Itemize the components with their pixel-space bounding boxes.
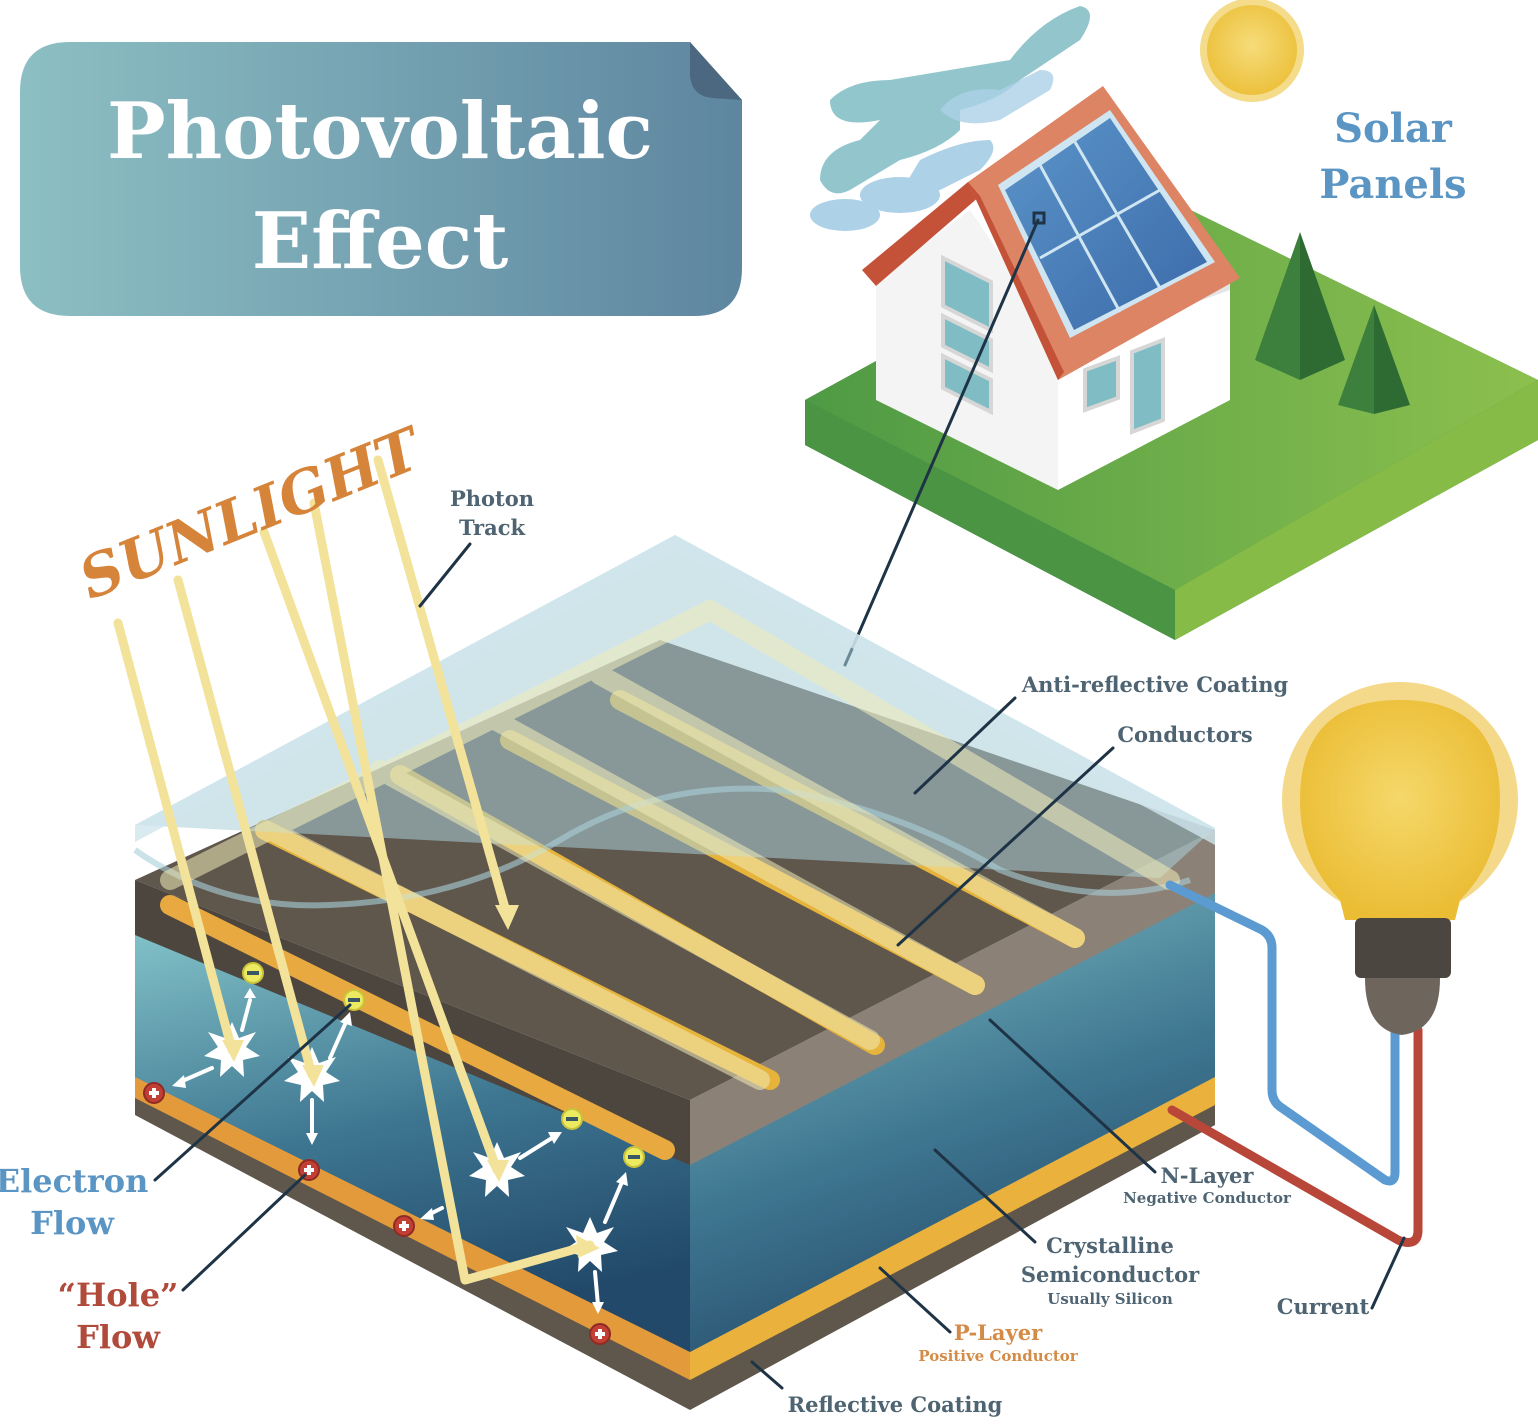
title-line-1: Photovoltaic <box>107 86 653 177</box>
electron-flow-label-1: Electron <box>0 1162 148 1200</box>
semiconductor-layer <box>135 930 690 1352</box>
tree-icon <box>1255 232 1410 414</box>
hole-icon <box>143 1082 165 1104</box>
panel-leader-line <box>843 218 1040 667</box>
electron-icon <box>623 1146 645 1168</box>
sunlight-label: SUNLIGHT <box>70 413 434 613</box>
current-label: Current <box>1277 1294 1370 1319</box>
hole-icon <box>393 1215 415 1237</box>
wire-negative <box>1165 880 1400 1186</box>
n-layer-subtitle: Negative Conductor <box>1123 1189 1292 1207</box>
anti-reflective-coating <box>133 535 1215 1090</box>
photon-rays <box>113 455 600 1285</box>
electron-flow-label-2: Flow <box>30 1204 115 1242</box>
title-banner: Photovoltaic Effect <box>20 42 742 316</box>
hole-flow-label-2: Flow <box>76 1318 161 1356</box>
labels: Photon Track Anti-reflective Coating Con… <box>0 486 1406 1417</box>
electron-icon <box>561 1108 583 1130</box>
hole-charges <box>143 1082 611 1345</box>
clouds-icon <box>810 6 1090 231</box>
solar-label-line-2: Panels <box>1319 161 1466 208</box>
carrier-arrows <box>172 988 628 1314</box>
crystalline-subtitle: Usually Silicon <box>1047 1290 1173 1308</box>
solar-label-line-1: Solar <box>1334 105 1453 152</box>
photon-track-label-2: Track <box>459 515 526 540</box>
solar-cell-cross-section <box>113 455 1215 1410</box>
solar-panel-icon <box>998 110 1215 338</box>
anti-reflective-label: Anti-reflective Coating <box>1021 672 1289 697</box>
p-layer-label: P-Layer <box>954 1320 1043 1345</box>
electron-icon <box>242 962 264 984</box>
n-layer-label: N-Layer <box>1161 1163 1255 1188</box>
circuit <box>1165 682 1518 1247</box>
house-scene: Solar Panels <box>805 0 1538 667</box>
crystalline-label-1: Crystalline <box>1046 1233 1174 1258</box>
light-bulb-icon <box>1282 682 1518 1035</box>
sun-icon <box>1200 0 1304 102</box>
reflective-coating-label: Reflective Coating <box>788 1392 1003 1417</box>
title-line-2: Effect <box>252 196 509 287</box>
hole-icon <box>589 1323 611 1345</box>
crystalline-label-2: Semiconductor <box>1021 1262 1200 1287</box>
photon-track-label-1: Photon <box>450 486 534 511</box>
hole-flow-label-1: “Hole” <box>58 1276 179 1314</box>
p-layer-subtitle: Positive Conductor <box>918 1347 1078 1365</box>
wire-positive <box>1167 1025 1423 1247</box>
conductors-label: Conductors <box>1117 722 1252 747</box>
